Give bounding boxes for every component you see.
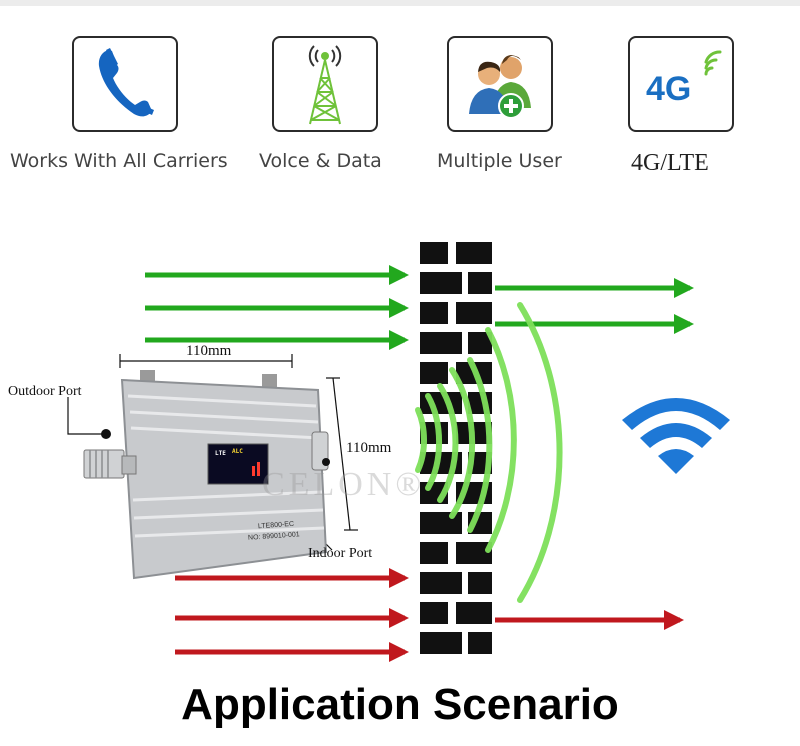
feature-label-carriers: Works With All Carriers <box>10 150 228 172</box>
top-divider <box>0 0 800 6</box>
width-dimension-label: 110mm <box>186 343 232 359</box>
brand-watermark: CELON® <box>262 466 426 503</box>
outdoor-connector <box>83 449 137 479</box>
wifi-icon <box>622 398 730 474</box>
indoor-connector <box>311 431 330 471</box>
dimension-lines <box>67 354 358 551</box>
cell-tower-icon <box>308 45 342 125</box>
feature-label-4g-lte: 4G/LTE <box>631 150 709 176</box>
screen-alc-label: ALC <box>232 448 243 455</box>
outdoor-port-label: Outdoor Port <box>8 384 82 399</box>
4g-signal-icon: 4G <box>646 50 722 108</box>
height-dimension-label: 110mm <box>346 440 392 456</box>
repeater-device <box>83 370 330 580</box>
feature-box-4g: 4G <box>628 36 734 132</box>
signal-waves <box>415 302 563 603</box>
feature-box-voice-data <box>272 36 378 132</box>
add-user-icon <box>469 55 531 119</box>
feature-label-multiple-user: Multiple User <box>437 150 562 172</box>
feature-box-carriers <box>72 36 178 132</box>
outdoor-port-marker <box>101 429 111 439</box>
phone-icon <box>98 48 154 117</box>
indoor-port-label: Indoor Port <box>308 546 373 561</box>
4g-icon-text: 4G <box>646 70 691 108</box>
application-scenario-diagram <box>67 242 730 662</box>
page-title: Application Scenario <box>181 680 619 729</box>
screen-lte-label: LTE <box>215 450 226 457</box>
feature-box-multiple-user <box>447 36 553 132</box>
feature-label-voice-data: Volce & Data <box>259 150 382 172</box>
